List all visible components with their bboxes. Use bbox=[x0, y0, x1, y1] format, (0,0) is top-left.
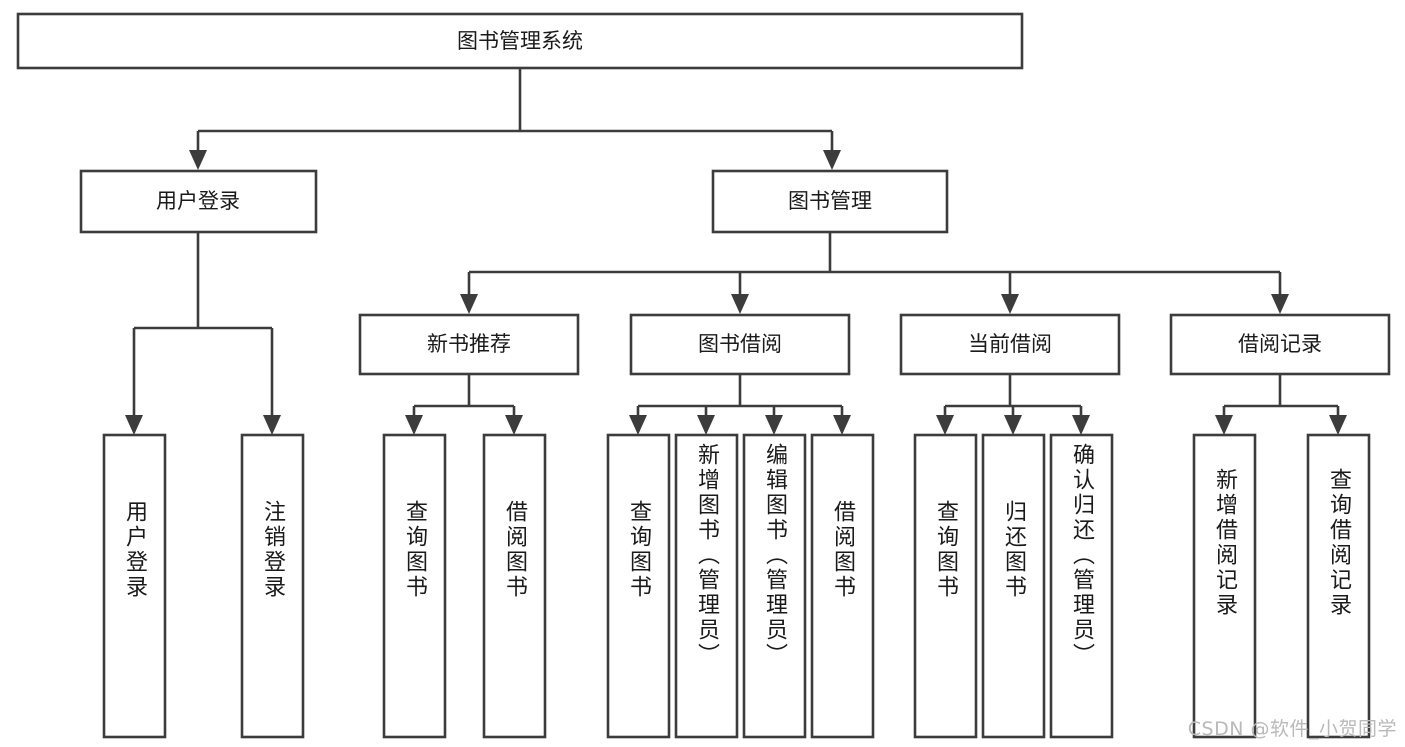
connector-root-to-level2 bbox=[189, 68, 841, 170]
leaf-box-6[interactable] bbox=[742, 433, 807, 739]
node-book-borrow[interactable]: 图书借阅 bbox=[629, 313, 851, 376]
connector-book-borrow-to-leaves bbox=[629, 374, 851, 435]
node-book-management-label: 图书管理 bbox=[788, 189, 872, 213]
node-root-box[interactable] bbox=[16, 12, 1024, 70]
node-root[interactable]: 图书管理系统 bbox=[16, 12, 1024, 70]
leaf-box-4[interactable] bbox=[606, 433, 671, 739]
node-user-login-box[interactable] bbox=[79, 169, 318, 234]
leaf-box-8[interactable] bbox=[913, 433, 978, 739]
leaf-box-12[interactable] bbox=[1306, 433, 1371, 739]
connector-book-management-to-level3 bbox=[460, 232, 1289, 314]
node-current-borrow[interactable]: 当前借阅 bbox=[899, 313, 1121, 376]
node-borrow-record[interactable]: 借阅记录 bbox=[1169, 313, 1391, 376]
node-current-borrow-box[interactable] bbox=[899, 313, 1121, 376]
node-new-book-recommend-box[interactable] bbox=[358, 313, 580, 376]
leaf-box-11[interactable] bbox=[1192, 433, 1257, 739]
csdn-watermark: CSDN @软件_小贺同学 bbox=[1187, 718, 1397, 740]
leaf-box-5[interactable] bbox=[674, 433, 739, 739]
node-root-label: 图书管理系统 bbox=[457, 29, 583, 53]
connector-borrow-record-to-leaves bbox=[1215, 374, 1347, 435]
leaf-box-7[interactable] bbox=[810, 433, 875, 739]
node-book-management[interactable]: 图书管理 bbox=[711, 169, 949, 234]
connector-user-login-to-leaves bbox=[125, 232, 281, 435]
connector-current-borrow-to-leaves bbox=[936, 374, 1090, 435]
node-user-login-label: 用户登录 bbox=[156, 189, 240, 213]
leaf-box-2[interactable] bbox=[382, 433, 447, 739]
node-current-borrow-label: 当前借阅 bbox=[968, 332, 1052, 356]
node-user-login[interactable]: 用户登录 bbox=[79, 169, 318, 234]
node-borrow-record-label: 借阅记录 bbox=[1238, 332, 1322, 356]
node-new-book-recommend[interactable]: 新书推荐 bbox=[358, 313, 580, 376]
node-book-borrow-label: 图书借阅 bbox=[698, 332, 782, 356]
leaf-box-3[interactable] bbox=[482, 433, 547, 739]
leaf-box-1[interactable] bbox=[240, 433, 305, 739]
node-new-book-recommend-label: 新书推荐 bbox=[427, 332, 511, 356]
connector-new-book-recommend-to-leaves bbox=[405, 374, 523, 435]
leaf-box-10[interactable] bbox=[1049, 433, 1114, 739]
leaf-box-0[interactable] bbox=[102, 433, 167, 739]
leaf-box-9[interactable] bbox=[981, 433, 1046, 739]
